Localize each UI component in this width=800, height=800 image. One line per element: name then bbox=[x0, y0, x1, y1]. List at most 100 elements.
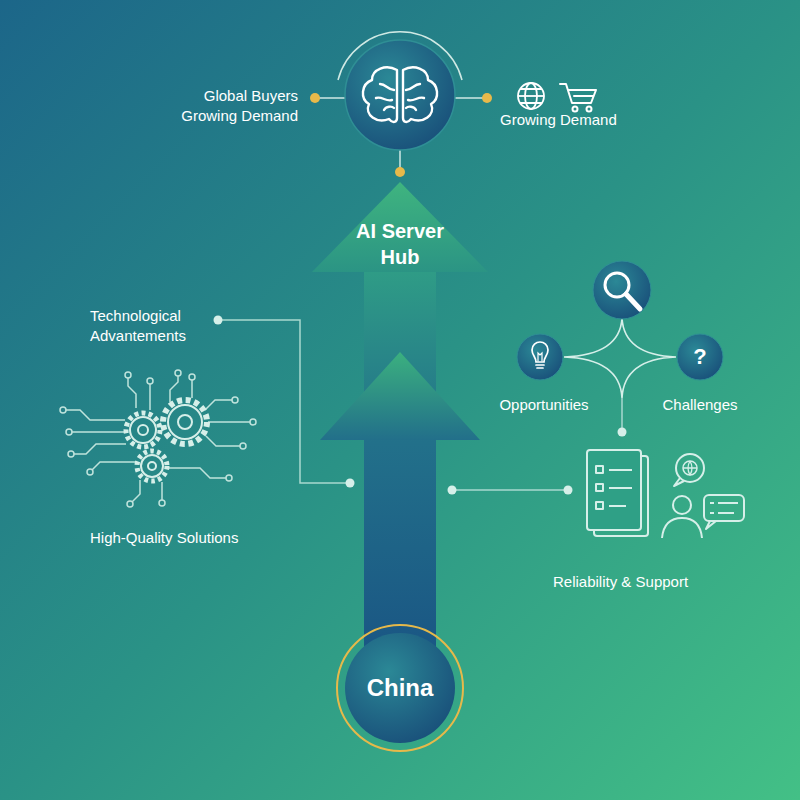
brain-orb bbox=[345, 40, 455, 150]
side-label: High-Quality Solutions bbox=[90, 528, 238, 548]
bulb-glass bbox=[532, 342, 548, 362]
leader-line bbox=[452, 489, 568, 491]
gear-hub bbox=[178, 415, 192, 429]
person-body bbox=[662, 518, 702, 538]
gear-icons bbox=[126, 400, 207, 481]
globe-equator bbox=[518, 95, 544, 97]
circuit-pad bbox=[232, 397, 238, 403]
person-head bbox=[673, 496, 691, 514]
arrow-head bbox=[312, 182, 488, 272]
arrow-shaft bbox=[364, 270, 436, 654]
node-circle bbox=[677, 334, 723, 380]
cart-line bbox=[574, 95, 593, 97]
side-label: Global Buyers Growing Demand bbox=[160, 86, 298, 125]
circuit-trace bbox=[161, 482, 163, 500]
gear-body bbox=[141, 455, 163, 477]
circuit-pad bbox=[125, 372, 131, 378]
support-icon bbox=[587, 450, 744, 538]
brain-fold bbox=[406, 84, 424, 110]
book-cover bbox=[587, 450, 641, 530]
globe-outline bbox=[518, 83, 544, 109]
connector-dot bbox=[310, 93, 320, 103]
brain-icon bbox=[363, 67, 437, 122]
hub-title: AI Server Hub bbox=[352, 218, 448, 270]
circuit-pad bbox=[66, 429, 72, 435]
leader-line bbox=[218, 320, 350, 483]
bulb-filament bbox=[538, 353, 542, 361]
circuit-trace bbox=[128, 378, 136, 408]
circuit-pad bbox=[147, 378, 153, 384]
connector-dot bbox=[564, 486, 573, 495]
check-box bbox=[596, 466, 603, 473]
circuit-trace bbox=[168, 468, 226, 478]
lightbulb-icon bbox=[532, 342, 548, 368]
gear-body bbox=[168, 405, 202, 439]
check-box bbox=[596, 484, 603, 491]
connector-dot bbox=[482, 93, 492, 103]
bulb-base bbox=[536, 365, 544, 368]
outer-ring bbox=[337, 625, 463, 751]
connector-dot bbox=[618, 428, 627, 437]
circuit-pad bbox=[87, 469, 93, 475]
star-connector bbox=[564, 318, 676, 398]
check-box bbox=[596, 502, 603, 509]
circuit-trace bbox=[206, 436, 240, 446]
chat-tail bbox=[706, 521, 716, 529]
check-lines bbox=[609, 470, 632, 506]
chat-lines bbox=[710, 503, 738, 513]
connector-dot bbox=[395, 167, 405, 177]
circuit-pad bbox=[68, 451, 74, 457]
circuit-pad bbox=[226, 475, 232, 481]
magnifier-orb bbox=[593, 261, 651, 319]
cart-wheel bbox=[587, 107, 592, 112]
chat-tail bbox=[674, 478, 684, 486]
leader-line bbox=[621, 398, 623, 430]
circuit-pad bbox=[189, 374, 195, 380]
circuit-trace bbox=[205, 400, 232, 410]
brain-lobe bbox=[403, 67, 437, 122]
gear-hub bbox=[148, 462, 156, 470]
circuit-trace bbox=[170, 376, 178, 402]
node-heading: Opportunities bbox=[476, 395, 612, 415]
circuit-trace bbox=[132, 480, 140, 502]
arrow-head bbox=[320, 352, 480, 440]
circuit-trace bbox=[74, 444, 126, 454]
globe-icon bbox=[518, 83, 544, 109]
node-heading: Challenges bbox=[632, 395, 768, 415]
circuit-lines bbox=[66, 376, 250, 502]
circuit-pad bbox=[175, 370, 181, 376]
node-outline bbox=[516, 333, 564, 381]
side-label: Technological Advantements bbox=[90, 306, 215, 345]
circuit-trace bbox=[66, 410, 125, 420]
circuit-trace bbox=[208, 421, 250, 423]
circuit-pad bbox=[159, 500, 165, 506]
circuit-pad bbox=[250, 419, 256, 425]
gear-teeth bbox=[126, 413, 160, 447]
origin-name: China bbox=[336, 624, 464, 752]
circuit-trace bbox=[92, 462, 136, 470]
side-label: Reliability & Support bbox=[553, 572, 688, 592]
side-label: Growing Demand bbox=[500, 110, 617, 130]
circuit-trace bbox=[149, 384, 151, 410]
circuit-nodes bbox=[60, 370, 256, 507]
gear-teeth bbox=[137, 451, 167, 481]
gear-teeth bbox=[163, 400, 207, 444]
magnifier-icon bbox=[605, 273, 640, 309]
question-mark: ? bbox=[676, 333, 724, 381]
circuit-trace bbox=[72, 431, 124, 433]
brain-fold bbox=[376, 84, 394, 110]
opportunity-circle: Opportunities bbox=[516, 333, 564, 381]
chat-bubble bbox=[676, 454, 704, 482]
gear-hub bbox=[138, 425, 148, 435]
connector-dot bbox=[346, 479, 355, 488]
connector-dot bbox=[214, 316, 223, 325]
gear-body bbox=[130, 417, 156, 443]
challenge-circle: ?Challenges bbox=[676, 333, 724, 381]
circuit-pad bbox=[127, 501, 133, 507]
bubble-globe bbox=[683, 461, 697, 475]
cart-wheel bbox=[573, 107, 578, 112]
